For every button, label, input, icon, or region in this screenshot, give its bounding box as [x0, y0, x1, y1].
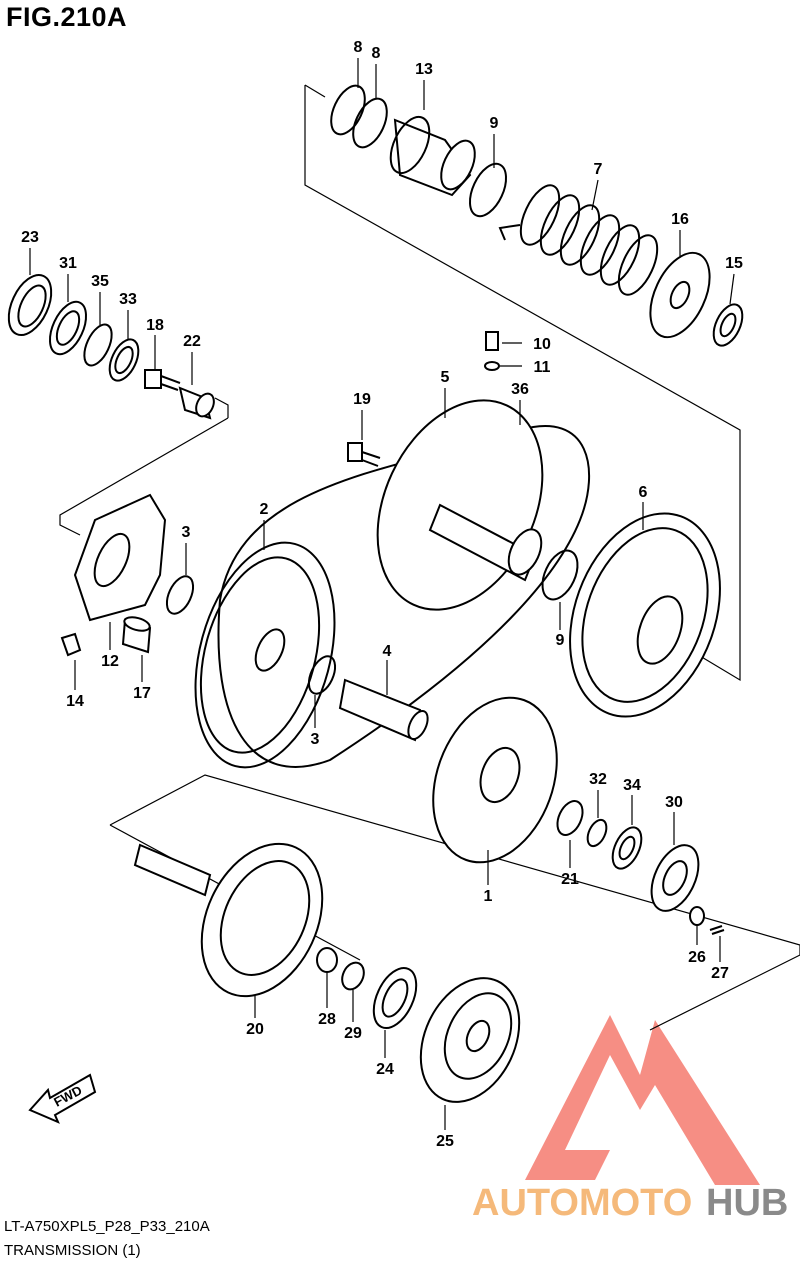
callout-14: 14 — [66, 693, 84, 710]
callout-16: 16 — [671, 211, 689, 228]
one-way-clutch-24 — [372, 967, 418, 1029]
cam-plate-16 — [649, 251, 711, 339]
callout-24: 24 — [376, 1061, 394, 1078]
shaft-4 — [338, 678, 429, 742]
callout-6: 6 — [639, 484, 648, 501]
roller-17 — [121, 616, 152, 654]
pin-10 — [485, 331, 499, 351]
watermark-logo — [525, 1015, 760, 1185]
callout-9a: 9 — [490, 115, 499, 132]
leader-lines — [29, 58, 735, 1130]
callout-3b: 3 — [311, 731, 320, 748]
callout-12: 12 — [101, 653, 119, 670]
callout-5: 5 — [441, 369, 450, 386]
callout-7: 7 — [594, 161, 603, 178]
circlip-8 — [330, 84, 388, 149]
callout-numbers: 8 8 13 9 7 16 15 23 31 35 33 18 22 10 11… — [21, 39, 743, 1150]
callout-19: 19 — [353, 391, 371, 408]
callout-29: 29 — [344, 1025, 362, 1042]
callout-13: 13 — [415, 61, 433, 78]
nut-15 — [712, 303, 744, 347]
slider-14 — [60, 632, 82, 657]
callout-8a: 8 — [354, 39, 363, 56]
washer-29 — [341, 961, 365, 991]
washer-3-upper — [165, 575, 195, 615]
callout-11: 11 — [534, 359, 551, 376]
figure-caption: TRANSMISSION (1) — [4, 1242, 141, 1259]
watermark-text-part1: AUTOMOTO — [472, 1182, 692, 1224]
callout-4: 4 — [383, 643, 392, 660]
bolt-18 — [144, 369, 181, 391]
callout-30: 30 — [665, 794, 683, 811]
callout-17: 17 — [133, 685, 151, 702]
callout-10: 10 — [533, 336, 551, 353]
callout-22: 22 — [183, 333, 201, 350]
clutch-shoe-25 — [419, 977, 521, 1103]
callout-32: 32 — [589, 771, 607, 788]
seal-23 — [7, 274, 53, 336]
callout-2: 2 — [260, 501, 269, 518]
watermark-text-part2: HUB — [706, 1182, 788, 1224]
callout-27: 27 — [711, 965, 729, 982]
model-code: LT-A750XPL5_P28_P33_210A — [4, 1218, 210, 1235]
callout-9b: 9 — [556, 632, 565, 649]
v-belt-36 — [217, 425, 591, 768]
callout-23: 23 — [21, 229, 39, 246]
washer-9-top — [468, 162, 508, 218]
nut-28 — [316, 947, 338, 973]
figure-title: FIG.210A — [6, 2, 128, 32]
fwd-arrow-icon: FWD — [28, 1073, 97, 1124]
callout-20: 20 — [246, 1021, 264, 1038]
bearing-30 — [650, 844, 700, 912]
callout-3a: 3 — [182, 524, 191, 541]
seal-34 — [611, 826, 643, 870]
circlip-35 — [83, 323, 113, 367]
driven-pulley-6 — [569, 512, 721, 718]
fixed-face-5 — [376, 399, 544, 611]
callout-28: 28 — [318, 1011, 336, 1028]
bearing-31 — [48, 300, 88, 356]
washer-33 — [108, 338, 140, 382]
callout-36: 36 — [511, 381, 529, 398]
callout-25: 25 — [436, 1133, 454, 1150]
washer-11 — [484, 361, 500, 371]
callout-15: 15 — [725, 255, 743, 272]
screw-27 — [709, 925, 725, 935]
callout-1: 1 — [484, 888, 493, 905]
callout-35: 35 — [91, 273, 109, 290]
callout-34: 34 — [623, 777, 641, 794]
washer-26 — [689, 906, 705, 926]
sleeve-13 — [389, 115, 476, 197]
callout-26: 26 — [688, 949, 706, 966]
watermark-text: AUTOMOTO HUB — [472, 1182, 788, 1224]
bearing-21 — [556, 800, 584, 836]
callout-31: 31 — [59, 255, 77, 272]
spring-7 — [498, 184, 659, 296]
callout-18: 18 — [146, 317, 164, 334]
bolt-19 — [347, 442, 381, 467]
washer-9-mid — [541, 549, 579, 601]
callout-8b: 8 — [372, 45, 381, 62]
drive-face-fan-1 — [432, 696, 558, 864]
circlip-32 — [586, 818, 608, 848]
clutch-housing-20 — [133, 842, 324, 998]
bushing-22 — [178, 386, 215, 420]
callout-33: 33 — [119, 291, 137, 308]
callout-21: 21 — [561, 871, 579, 888]
washer-3-lower — [307, 655, 337, 695]
driven-face-2 — [194, 541, 336, 769]
movable-drive-face-12 — [73, 493, 167, 622]
